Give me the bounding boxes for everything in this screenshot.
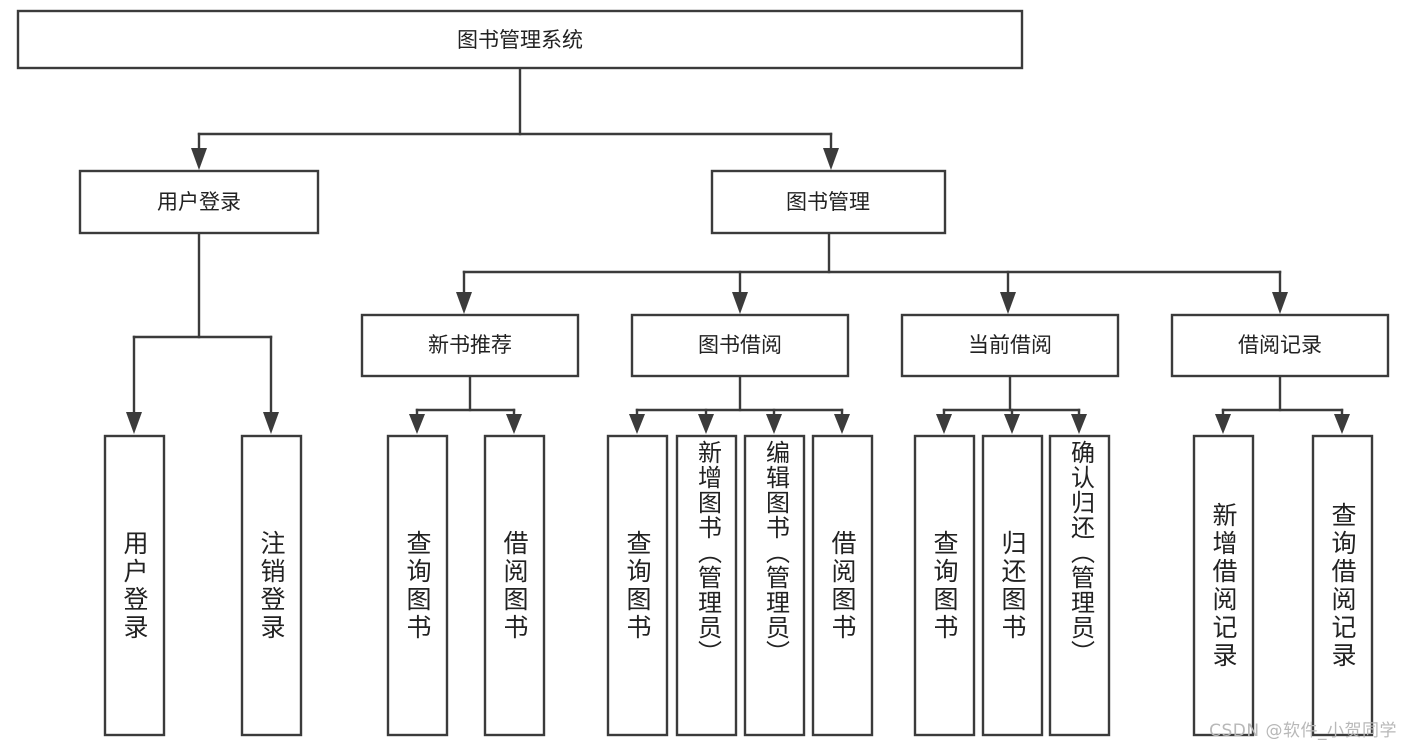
edge-group-user-login	[126, 231, 279, 434]
leaf-box-return-book[interactable]	[981, 434, 1044, 737]
arrowhead-bookmgmt-to-newbook	[456, 292, 472, 314]
node-current-borrow[interactable]: 当前借阅	[900, 313, 1120, 378]
node-borrow-records[interactable]: 借阅记录	[1170, 313, 1390, 378]
node-borrow-records-box	[1170, 313, 1390, 378]
node-book-management-box	[710, 169, 947, 235]
leaf-box-logout-login[interactable]	[240, 434, 303, 737]
node-book-borrow-box	[630, 313, 850, 378]
node-root-book-management-system[interactable]: 图书管理系统	[16, 9, 1024, 70]
leaf-box-confirm-return-admin[interactable]	[1048, 434, 1111, 737]
edge-group-borrow	[629, 374, 850, 434]
arrowhead-borrow-to-leaf4	[834, 414, 850, 434]
node-user-login-box	[78, 169, 320, 235]
leaf-box-add-borrow-record[interactable]	[1192, 434, 1255, 737]
arrowhead-bookmgmt-to-records	[1272, 292, 1288, 314]
arrowhead-borrow-to-leaf3	[766, 414, 782, 434]
leaf-box-edit-book-admin[interactable]	[743, 434, 806, 737]
edge-group-newbook	[409, 374, 522, 434]
arrowhead-bookmgmt-to-borrow	[732, 292, 748, 314]
edge-group-root	[191, 66, 839, 170]
arrowhead-userlogin-to-leaf1	[126, 412, 142, 434]
leaf-box-query-book-borrow[interactable]	[606, 434, 669, 737]
arrowhead-current-to-leaf3	[1071, 414, 1087, 434]
node-borrow-records-label: 借阅记录	[1238, 333, 1322, 357]
arrowhead-root-to-book-mgmt	[823, 148, 839, 170]
leaf-box-query-book-current[interactable]	[913, 434, 976, 737]
node-user-login-label: 用户登录	[157, 190, 241, 214]
node-user-login[interactable]: 用户登录	[78, 169, 320, 235]
arrowhead-borrow-to-leaf1	[629, 414, 645, 434]
arrowhead-newbook-to-leaf1	[409, 414, 425, 434]
edge-group-book-mgmt	[456, 231, 1288, 314]
leaf-box-user-login[interactable]	[103, 434, 166, 737]
arrowhead-bookmgmt-to-current	[1000, 292, 1016, 314]
arrowhead-newbook-to-leaf2	[506, 414, 522, 434]
arrowhead-records-to-leaf2	[1334, 414, 1350, 434]
node-new-book-recommend-label: 新书推荐	[428, 333, 512, 357]
node-new-book-recommend[interactable]: 新书推荐	[360, 313, 580, 378]
node-root-label: 图书管理系统	[457, 28, 583, 52]
node-new-book-recommend-box	[360, 313, 580, 378]
arrowhead-userlogin-to-leaf2	[263, 412, 279, 434]
node-book-management-label: 图书管理	[786, 190, 870, 214]
arrowhead-root-to-user-login	[191, 148, 207, 170]
edge-group-current	[936, 374, 1087, 434]
node-root-box	[16, 9, 1024, 70]
leaf-box-borrow-book-newbook[interactable]	[483, 434, 546, 737]
arrowhead-borrow-to-leaf2	[698, 414, 714, 434]
node-book-borrow[interactable]: 图书借阅	[630, 313, 850, 378]
leaf-box-borrow-book[interactable]	[811, 434, 874, 737]
leaf-box-add-book-admin[interactable]	[675, 434, 738, 737]
csdn-watermark: CSDN @软件_小贺同学	[1209, 721, 1397, 741]
edge-group-records	[1215, 374, 1350, 434]
arrowhead-current-to-leaf2	[1004, 414, 1020, 434]
node-current-borrow-label: 当前借阅	[968, 333, 1052, 357]
node-current-borrow-box	[900, 313, 1120, 378]
arrowhead-current-to-leaf1	[936, 414, 952, 434]
leaf-box-query-book-newbook[interactable]	[386, 434, 449, 737]
leaf-box-query-borrow-record[interactable]	[1311, 434, 1374, 737]
node-book-borrow-label: 图书借阅	[698, 333, 782, 357]
node-book-management[interactable]: 图书管理	[710, 169, 947, 235]
arrowhead-records-to-leaf1	[1215, 414, 1231, 434]
